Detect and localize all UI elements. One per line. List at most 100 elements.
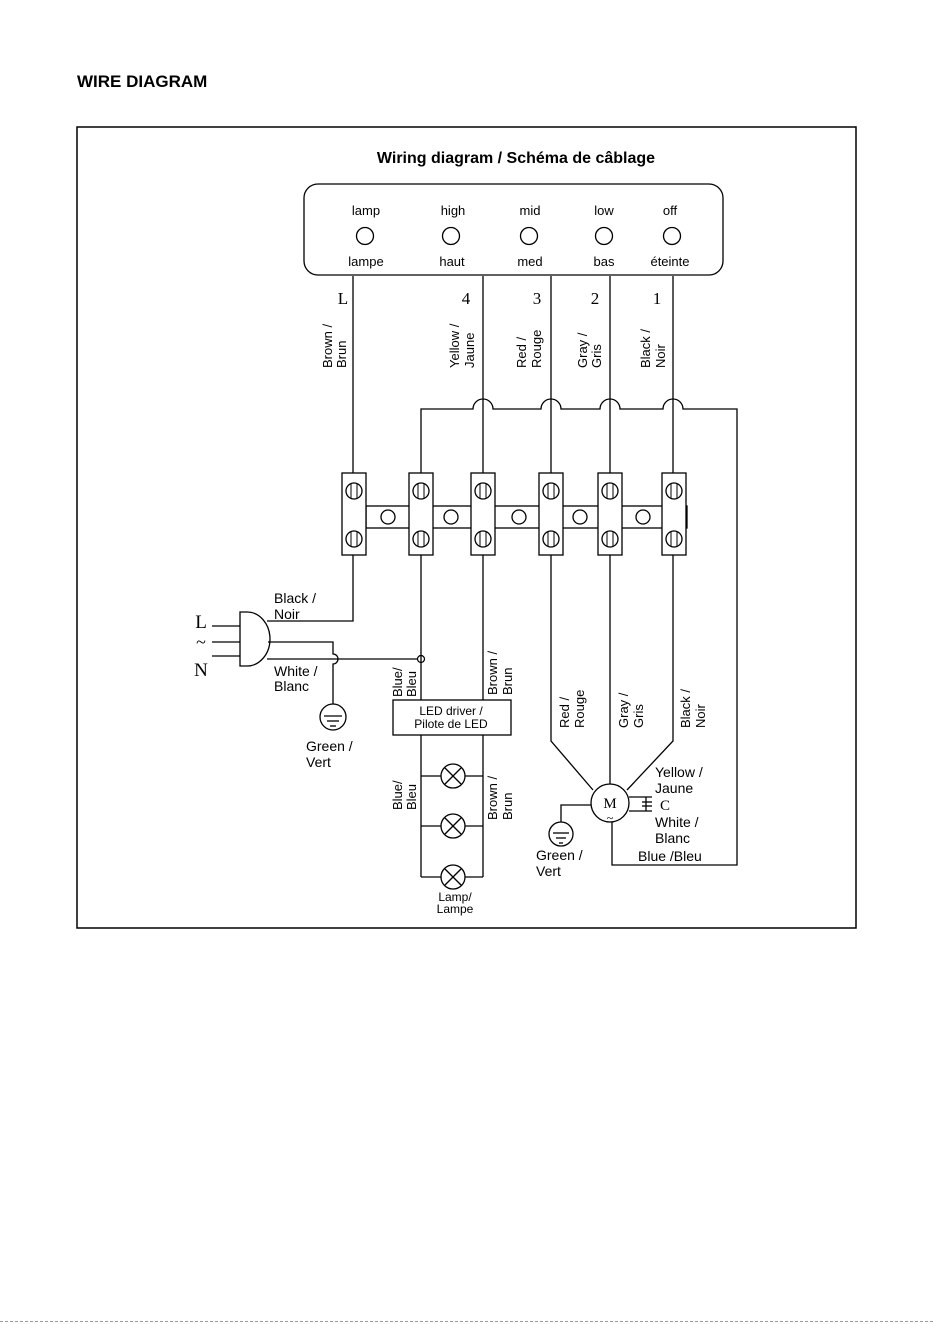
motor-label-green-1: Green / — [536, 847, 583, 863]
terminal-post-n — [408, 472, 434, 556]
wire-label-brown-lamps-2: Brun — [500, 793, 515, 820]
motor-ground-symbol — [548, 821, 574, 847]
motor-label-blue: Blue /Bleu — [638, 848, 702, 864]
terminal-post-1 — [661, 472, 687, 556]
page-heading: WIRE DIAGRAM — [77, 72, 208, 91]
wire-label-brown-1: Brown / — [320, 324, 335, 368]
switch-label-high: high — [441, 203, 466, 218]
motor-label-m: M — [603, 796, 616, 812]
wire-label-black-motor-2: Noir — [693, 703, 708, 728]
switch-panel — [303, 183, 724, 276]
wire-label-yellow-2: Jaune — [462, 333, 477, 368]
led-driver-label-1: LED driver / — [419, 704, 483, 718]
mains-label-black-2: Noir — [274, 606, 300, 622]
switch-panel-positions: lamp high mid low off lampe haut med bas… — [348, 203, 689, 269]
switch-button-mid — [519, 226, 539, 246]
wire-label-gray-1: Gray / — [575, 332, 590, 368]
terminal-screw-hole — [572, 509, 588, 525]
wire-label-gray-motor-1: Gray / — [616, 692, 631, 728]
lamp-3 — [440, 864, 466, 890]
wire-label-red-1: Red / — [514, 337, 529, 368]
plug-label-n: N — [194, 660, 208, 681]
lamp-label-2: Lampe — [437, 902, 474, 916]
switch-button-low — [594, 226, 614, 246]
terminal-post-2 — [597, 472, 623, 556]
led-driver-box — [392, 699, 512, 736]
switch-button-off — [662, 226, 682, 246]
led-circuit: LED driver / Pilote de LED Lamp/ Lampe B… — [390, 555, 515, 916]
diagram-title: Wiring diagram / Schéma de câblage — [377, 150, 655, 167]
wire-label-brown-driver-1: Brown / — [485, 651, 500, 695]
mains-label-black-1: Black / — [274, 590, 316, 606]
mains-label-white-1: White / — [274, 663, 318, 679]
terminal-marker-2: 2 — [591, 289, 600, 308]
wire-label-red-motor-1: Red / — [557, 697, 572, 728]
wire-label-brown-driver-2: Brun — [500, 668, 515, 695]
terminal-post-l — [341, 472, 367, 556]
wire-black-mains — [267, 555, 354, 622]
led-driver-label-2: Pilote de LED — [414, 717, 488, 731]
wire-blue-bus — [420, 398, 738, 866]
terminal-screw-hole — [380, 509, 396, 525]
terminal-marker-4: 4 — [462, 289, 471, 308]
wire-label-gray-motor-2: Gris — [631, 704, 646, 728]
terminal-marker-3: 3 — [533, 289, 542, 308]
ground-symbol — [319, 703, 347, 731]
wire-red-to-motor — [550, 555, 594, 791]
mains-plug: L ~ N — [194, 611, 271, 681]
wire-green-motor — [560, 804, 591, 822]
upper-wire-labels: Brown / Brun Yellow / Jaune Red / Rouge … — [320, 323, 668, 368]
motor-label-white-2: Blanc — [655, 830, 690, 846]
switch-label-eteinte: éteinte — [650, 254, 689, 269]
wire-label-brown-lamps-1: Brown / — [485, 776, 500, 820]
switch-label-lamp: lamp — [352, 203, 380, 218]
wire-black-to-motor — [626, 555, 674, 791]
switch-label-bas: bas — [594, 254, 615, 269]
terminal-post-4 — [470, 472, 496, 556]
switch-label-low: low — [594, 203, 614, 218]
lamp-2 — [440, 813, 466, 839]
terminal-post-3 — [538, 472, 564, 556]
wire-label-blue-lamps-2: Bleu — [404, 784, 419, 810]
capacitor-label: C — [660, 798, 670, 814]
wire-label-red-2: Rouge — [529, 330, 544, 368]
motor-label-green-2: Vert — [536, 863, 561, 879]
wire-label-brown-2: Brun — [334, 341, 349, 368]
wire-label-gray-2: Gris — [589, 344, 604, 368]
wire-label-yellow-1: Yellow / — [447, 323, 462, 368]
mains-wires: Black / Noir White / Blanc Green / Vert — [267, 555, 426, 770]
terminal-screw-hole — [443, 509, 459, 525]
switch-label-haut: haut — [439, 254, 465, 269]
motor-label-yellow-1: Yellow / — [655, 764, 703, 780]
switch-button-lamp — [355, 226, 375, 246]
terminal-markers: L 4 3 2 1 — [338, 289, 661, 308]
wire-label-blue-lamps-1: Blue/ — [390, 780, 405, 810]
motor-circuit: M ~ C Yellow / Jaune White / Blanc Blue … — [536, 555, 708, 879]
plug-body — [239, 611, 271, 667]
terminal-marker-l: L — [338, 289, 348, 308]
lamp-label-1: Lamp/ — [438, 890, 472, 904]
wire-label-black-1: Black / — [638, 329, 653, 368]
plug-label-l: L — [195, 612, 207, 633]
wire-label-black-motor-1: Black / — [678, 689, 693, 728]
switch-label-med: med — [517, 254, 542, 269]
switch-label-off: off — [663, 203, 678, 218]
terminal-screw-hole — [635, 509, 651, 525]
mains-label-green-2: Vert — [306, 754, 331, 770]
mains-label-white-2: Blanc — [274, 678, 309, 694]
terminal-block — [341, 472, 688, 556]
mains-label-green-1: Green / — [306, 738, 353, 754]
wire-label-black-2: Noir — [653, 343, 668, 368]
wire-label-blue-driver-1: Blue/ — [390, 667, 405, 697]
terminal-marker-1: 1 — [653, 289, 662, 308]
lamp-1 — [440, 763, 466, 789]
wire-label-red-motor-2: Rouge — [572, 690, 587, 728]
motor-label-white-1: White / — [655, 814, 699, 830]
page-bottom-rule — [0, 1321, 933, 1322]
motor-label-yellow-2: Jaune — [655, 780, 693, 796]
switch-label-lampe: lampe — [348, 254, 383, 269]
switch-button-high — [441, 226, 461, 246]
switch-label-mid: mid — [520, 203, 541, 218]
motor-symbol — [590, 783, 630, 823]
